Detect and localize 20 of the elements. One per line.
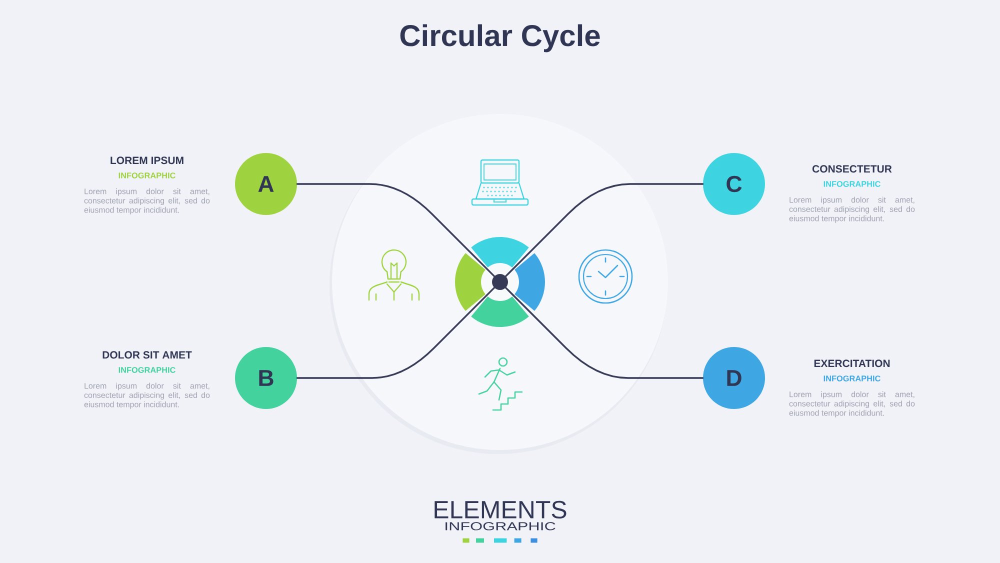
footer-text: INFOGRAPHIC [446,522,556,530]
description: Lorem ipsum dolor sit amet, consectetur adipiscing elit, sed do eiusmod tempor incididunt. [789,196,915,223]
heading: DOLOR SIT AMET [102,351,192,359]
connector-line [504,286,704,379]
subheading: INFOGRAPHIC [118,172,176,178]
heading: LOREM IPSUM [110,156,184,164]
footer-text: ELEMENTS [434,500,566,519]
description: Lorem ipsum dolor sit amet, consectetur adipiscing elit, sed do eiusmod tempor incididunt. [84,188,210,214]
subheading: INFOGRAPHIC [824,376,880,382]
connector-line [296,183,496,278]
heading: EXERCITATION [814,360,890,368]
connector-line [504,183,704,278]
heading: CONSECTETUR [812,165,892,173]
connector-line [296,286,496,379]
subheading: INFOGRAPHIC [118,367,176,373]
description: Lorem ipsum dolor sit amet, consectetur adipiscing elit, sed do eiusmod tempor incididunt. [789,391,915,418]
title: Circular Cycle [400,24,600,52]
center-dot [492,274,508,290]
description: Lorem ipsum dolor sit amet, consectetur adipiscing elit, sed do eiusmod tempor incididunt. [84,382,210,409]
subheading: INFOGRAPHIC [824,181,880,187]
